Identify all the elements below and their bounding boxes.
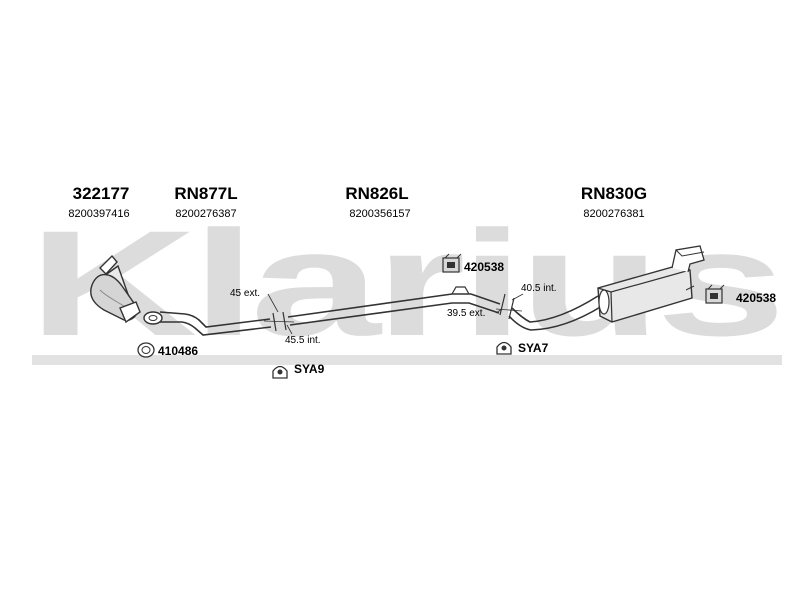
front-pipe-flange: [143, 311, 163, 325]
dimension-label-4: 39.5 ext.: [447, 308, 485, 319]
gasket-icon: [137, 342, 155, 358]
dimension-leader-2: [286, 324, 293, 335]
catalytic-converter: [90, 254, 141, 324]
pipe-joint-1: [263, 311, 295, 332]
oem-number-2: 8200276387: [175, 208, 236, 220]
hanger-label-1: 420538: [464, 260, 504, 274]
dimension-leader-1: [267, 293, 279, 313]
part-number-4: RN830G: [581, 184, 647, 203]
clamp-icon: [496, 341, 512, 355]
part-number-2: RN877L: [174, 184, 237, 203]
oem-number-4: 8200276381: [583, 208, 644, 220]
dimension-label-1: 45 ext.: [230, 288, 260, 299]
oem-number-1: 8200397416: [68, 208, 129, 220]
oem-number-3: 8200356157: [349, 208, 410, 220]
hanger-icon: [705, 284, 725, 304]
part-number-3: RN826L: [345, 184, 408, 203]
watermark-underline: [32, 355, 782, 365]
rear-silencer: [508, 245, 705, 331]
clamp-label-2: SYA7: [518, 341, 549, 355]
hanger-icon: [442, 253, 462, 273]
dimension-label-3: 40.5 int.: [521, 283, 557, 294]
dimension-leader-3: [511, 293, 524, 301]
dimension-leader-4: [495, 308, 503, 314]
center-pipe: [287, 286, 501, 326]
hanger-label-2: 420538: [736, 291, 776, 305]
clamp-label-1: SYA9: [294, 362, 325, 376]
front-pipe: [159, 311, 272, 336]
dimension-label-2: 45.5 int.: [285, 335, 321, 346]
part-number-1: 322177: [73, 184, 130, 203]
clamp-icon: [272, 365, 288, 379]
gasket-label: 410486: [158, 344, 198, 358]
